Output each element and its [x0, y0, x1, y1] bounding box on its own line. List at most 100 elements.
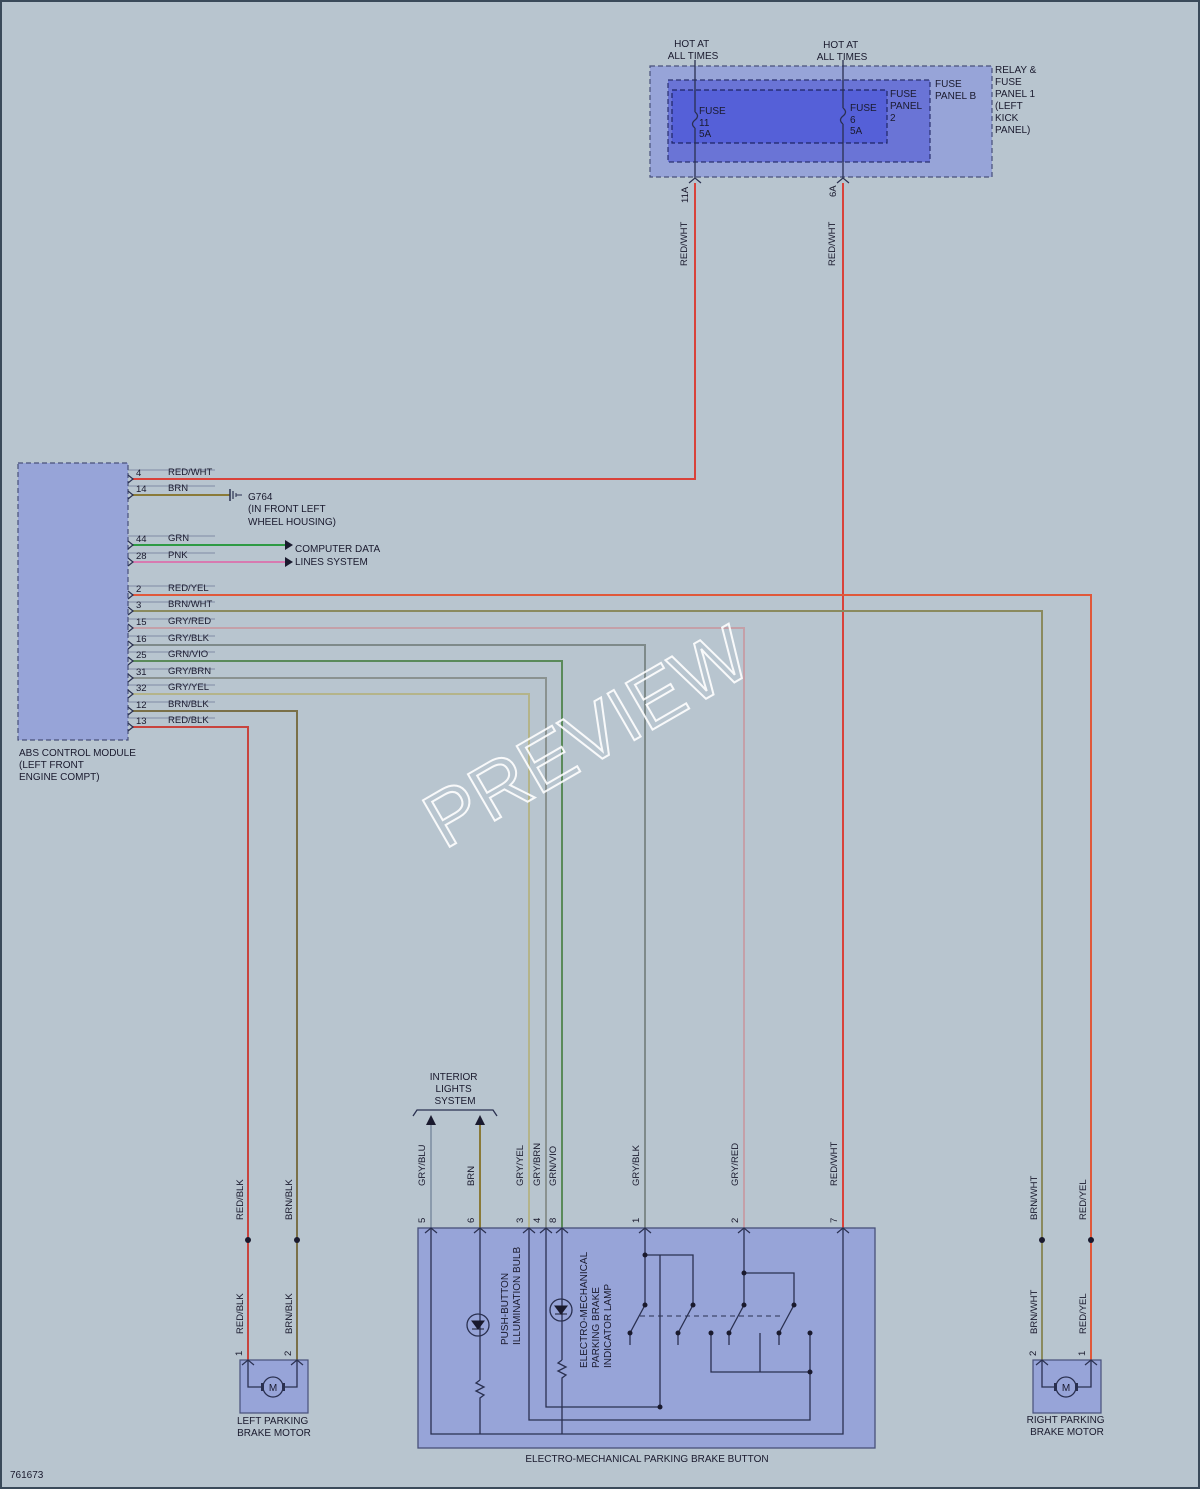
button-pin-number: 4: [532, 1218, 543, 1223]
abs-pin-wire-color: GRN/VIO: [168, 649, 208, 660]
motor-pin-connector: [1035, 1359, 1049, 1366]
wire-label-red-wht-top-right: RED/WHT: [827, 221, 838, 266]
abs-pin-connector: [127, 640, 134, 650]
motor-wire-color-label: BRN/WHT: [1029, 1175, 1040, 1220]
abs-pin-number: 15: [136, 617, 147, 628]
wire-red-wht-pin4: [133, 183, 696, 480]
motor-pin-connector: [241, 1359, 255, 1366]
wire-red-yel-pin2: [133, 594, 1092, 1360]
button-wire-color-label: GRY/RED: [730, 1143, 741, 1186]
abs-pin-wire-color: GRN: [168, 533, 189, 544]
abs-pin-number: 25: [136, 650, 147, 661]
abs-pin-number: 14: [136, 484, 147, 495]
ground-g764-icon: [229, 489, 242, 501]
abs-pin-connector: [127, 590, 134, 600]
abs-pin-connector: [127, 722, 134, 732]
fuse-6-label: FUSE 6 5A: [850, 103, 879, 137]
button-wire-color-label: GRN/VIO: [548, 1146, 559, 1186]
relay-fuse-panel-1: RELAY & FUSE PANEL 1 (LEFT KICK PANEL) F…: [649, 60, 1039, 184]
inline-connector-dot: [1088, 1237, 1094, 1243]
button-wire-labels: GRY/BLU5BRN6GRY/YEL3GRY/BRN4GRN/VIO8GRY/…: [417, 1141, 840, 1223]
inline-connector-dot: [294, 1237, 300, 1243]
button-pin-number: 3: [515, 1218, 526, 1223]
button-pin-connector: [638, 1227, 652, 1234]
abs-pin-connector: [127, 540, 134, 550]
abs-pin-wire-color: GRY/RED: [168, 616, 211, 627]
motor-symbol: M: [1062, 1383, 1070, 1394]
abs-pin-wire-color: BRN/WHT: [168, 599, 213, 610]
motor-wire-color-label: RED/BLK: [235, 1179, 246, 1220]
abs-pin-connector: [127, 623, 134, 633]
wire-label-red-wht-top-left: RED/WHT: [679, 221, 690, 266]
wire-gry-yel-pin32: [133, 693, 530, 1228]
fuse-6a-connector: [836, 177, 850, 184]
fuse-pin-11a: 11A: [680, 186, 691, 203]
button-pin-number: 8: [548, 1218, 559, 1223]
wire-red-blk-pin13: [133, 726, 249, 1360]
abs-pin-wire-color: RED/YEL: [168, 583, 209, 594]
abs-pin-connector: [127, 557, 134, 567]
abs-pin-connector: [127, 474, 134, 484]
wire-brn-blk-pin12: [133, 710, 298, 1360]
ground-g764-label: G764 (IN FRONT LEFT WHEEL HOUSING): [248, 492, 336, 528]
fuse-6-symbol: [839, 60, 847, 178]
abs-pin-number: 13: [136, 716, 147, 727]
wire-gry-brn-pin31: [133, 677, 547, 1228]
button-wire-color-label: GRY/YEL: [515, 1145, 526, 1186]
data-line-arrow-icon: [285, 557, 293, 567]
abs-pin-number: 31: [136, 667, 147, 678]
button-pin-connector: [836, 1227, 850, 1234]
abs-pin-connector: [127, 606, 134, 616]
abs-pin-wire-color: PNK: [168, 550, 188, 561]
left-motor-label: LEFT PARKING BRAKE MOTOR: [237, 1416, 311, 1439]
abs-pin-number: 2: [136, 584, 141, 595]
button-pin-connector: [473, 1227, 487, 1234]
motor-wire-color-label: RED/YEL: [1078, 1293, 1089, 1334]
motor-wire-color-label: RED/YEL: [1078, 1179, 1089, 1220]
left-parking-brake-motor: M: [239, 1359, 309, 1414]
abs-pin-wire-color: BRN/BLK: [168, 699, 209, 710]
motor-wire-labels: RED/BLKRED/BLK1BRN/BLKBRN/BLK2BRN/WHTBRN…: [234, 1175, 1098, 1366]
motor-pin-connector: [290, 1359, 304, 1366]
wire-grn-vio-pin25: [133, 660, 563, 1228]
abs-pin-number: 28: [136, 551, 147, 562]
indicator-lamp-label: ELECTRO-MECHANICAL PARKING BRAKE INDICAT…: [579, 1249, 614, 1368]
abs-pin-connector: [127, 706, 134, 716]
parking-brake-button-label: ELECTRO-MECHANICAL PARKING BRAKE BUTTON: [525, 1454, 768, 1465]
relay-panel-label: RELAY & FUSE PANEL 1 (LEFT KICK PANEL): [995, 65, 1039, 136]
interior-lights-bracket: [412, 1109, 498, 1117]
button-pin-connector: [424, 1227, 438, 1234]
motor-wire-color-label: BRN/BLK: [284, 1293, 295, 1334]
motor-symbol: M: [269, 1383, 277, 1394]
fuse-panel-2: [671, 89, 888, 144]
wire-gry-red-pin15: [133, 627, 745, 1228]
abs-pin-number: 44: [136, 534, 147, 545]
right-parking-brake-motor: M: [1032, 1359, 1102, 1414]
abs-pin-number: 16: [136, 634, 147, 645]
hot-at-all-times-label-1: HOT AT ALL TIMES: [668, 39, 719, 62]
abs-module-label: ABS CONTROL MODULE (LEFT FRONT ENGINE CO…: [19, 748, 139, 783]
fuse-11-label: FUSE 11 5A: [699, 106, 728, 140]
button-wire-color-label: GRY/BRN: [532, 1143, 543, 1186]
button-pin-connector: [737, 1227, 751, 1234]
button-wire-color-label: BRN: [466, 1166, 477, 1186]
push-button-illumination-bulb-icon: [466, 1313, 490, 1337]
abs-pin-wire-color: RED/BLK: [168, 715, 209, 726]
inline-connector-dot: [245, 1237, 251, 1243]
abs-pin-wire-color: BRN: [168, 483, 188, 494]
abs-pin-number: 3: [136, 600, 141, 611]
motor-pin-connector: [1084, 1359, 1098, 1366]
motor-pin-number: 2: [1028, 1351, 1039, 1356]
motor-pin-number: 1: [1077, 1351, 1088, 1356]
button-wire-color-label: GRY/BLU: [417, 1144, 428, 1186]
motor-wire-color-label: BRN/BLK: [284, 1179, 295, 1220]
motor-pin-number: 1: [234, 1351, 245, 1356]
button-pin-number: 1: [631, 1218, 642, 1223]
abs-pin-number: 4: [136, 468, 141, 479]
fuse-panel-b-label: FUSE PANEL B: [935, 79, 976, 102]
button-pin-number: 2: [730, 1218, 741, 1223]
abs-pin-connector: [127, 490, 134, 500]
fuse-panel-2-label: FUSE PANEL 2: [890, 89, 924, 124]
